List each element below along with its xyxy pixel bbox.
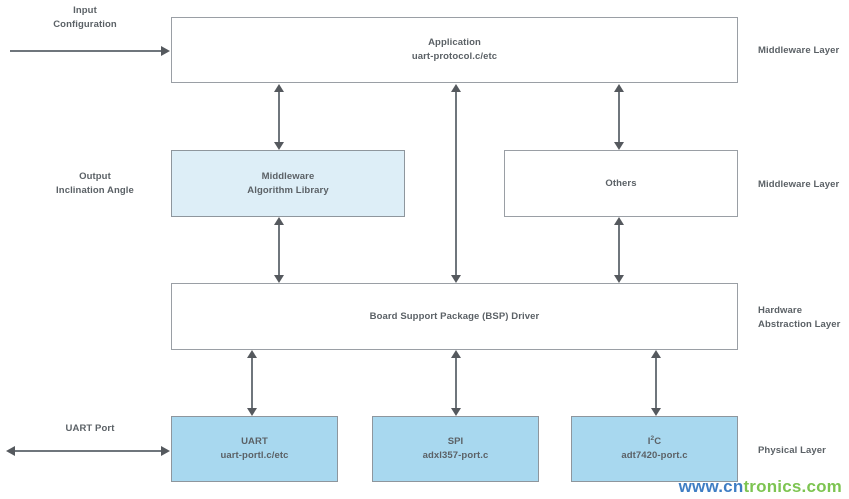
others-title: Others: [605, 177, 637, 189]
uart-title: UART: [241, 436, 268, 448]
connector-app-middleware-line: [278, 87, 280, 147]
connector-app-others-arrow-down: [614, 142, 624, 150]
i2c-box-text: I2C adt7420-port.c: [615, 435, 693, 463]
spi-box[interactable]: SPI adxl357-port.c: [372, 416, 539, 482]
uart-port-label: UART Port: [65, 423, 115, 434]
uart-port-arrow-head-left: [6, 445, 15, 456]
connector-bsp-uart-arrow-up: [247, 350, 257, 358]
spi-subtitle: adxl357-port.c: [422, 450, 489, 461]
application-subtitle: uart-protocol.c/etc: [411, 51, 498, 62]
connector-app-middleware-arrow-up: [274, 84, 284, 92]
application-box[interactable]: Application uart-protocol.c/etc: [171, 17, 738, 83]
spi-title: SPI: [447, 436, 464, 448]
connector-others-bsp-line: [618, 220, 620, 280]
input-arrow-line: [10, 50, 162, 52]
layer-label-middleware-top: Middleware Layer: [758, 45, 840, 56]
connector-middleware-bsp-arrow-down: [274, 275, 284, 283]
uart-port-line: [15, 450, 165, 452]
application-title: Application: [428, 37, 481, 49]
middleware-algorithm-subtitle: Algorithm Library: [247, 184, 329, 196]
i2c-box[interactable]: I2C adt7420-port.c: [571, 416, 738, 482]
input-arrow-head: [161, 45, 170, 56]
connector-bsp-spi-line: [455, 353, 457, 413]
bsp-driver-title: Board Support Package (BSP) Driver: [369, 310, 540, 322]
connector-app-bsp-line: [455, 87, 457, 280]
i2c-title: I2C: [621, 435, 687, 449]
i2c-title-pre: I: [647, 436, 651, 448]
watermark-part-b: tronics.com: [743, 477, 842, 496]
output-inclination-angle-label: Output Inclination Angle: [56, 171, 134, 196]
connector-middleware-bsp-line: [278, 220, 280, 280]
layer-label-hardware-abstraction: Hardware Abstraction Layer: [758, 305, 841, 330]
watermark: www.cntronics.com: [679, 477, 842, 497]
bsp-driver-box[interactable]: Board Support Package (BSP) Driver: [171, 283, 738, 350]
i2c-title-post: C: [654, 436, 662, 448]
uart-box-text: UART uart-portl.c/etc: [214, 435, 294, 463]
application-box-text: Application uart-protocol.c/etc: [406, 36, 503, 64]
connector-app-bsp-arrow-down: [451, 275, 461, 283]
uart-port-arrow-head-right: [161, 445, 170, 456]
connector-middleware-bsp-arrow-up: [274, 217, 284, 225]
connector-bsp-i2c-arrow-down: [651, 408, 661, 416]
input-configuration-label: Input Configuration: [53, 5, 117, 30]
middleware-algorithm-title: Middleware: [261, 170, 315, 182]
connector-app-middleware-arrow-down: [274, 142, 284, 150]
layer-label-physical: Physical Layer: [758, 445, 826, 456]
connector-others-bsp-arrow-up: [614, 217, 624, 225]
uart-box[interactable]: UART uart-portl.c/etc: [171, 416, 338, 482]
connector-bsp-spi-arrow-down: [451, 408, 461, 416]
connector-bsp-spi-arrow-up: [451, 350, 461, 358]
connector-app-bsp-arrow-up: [451, 84, 461, 92]
connector-bsp-uart-arrow-down: [247, 408, 257, 416]
i2c-title-superscript: 2: [650, 435, 655, 443]
watermark-part-a: www.cn: [678, 477, 744, 496]
connector-app-others-arrow-up: [614, 84, 624, 92]
middleware-algorithm-library-box[interactable]: Middleware Algorithm Library: [171, 150, 405, 217]
spi-box-text: SPI adxl357-port.c: [417, 435, 495, 463]
others-box[interactable]: Others: [504, 150, 738, 217]
layer-label-middleware-mid: Middleware Layer: [758, 179, 840, 190]
bsp-driver-text: Board Support Package (BSP) Driver: [364, 310, 546, 324]
middleware-algorithm-library-text: Middleware Algorithm Library: [241, 170, 334, 198]
connector-bsp-i2c-arrow-up: [651, 350, 661, 358]
connector-bsp-i2c-line: [655, 353, 657, 413]
others-box-text: Others: [599, 177, 642, 191]
connector-app-others-line: [618, 87, 620, 147]
i2c-subtitle: adt7420-port.c: [621, 450, 688, 461]
uart-subtitle: uart-portl.c/etc: [220, 450, 289, 461]
connector-bsp-uart-line: [251, 353, 253, 413]
connector-others-bsp-arrow-down: [614, 275, 624, 283]
